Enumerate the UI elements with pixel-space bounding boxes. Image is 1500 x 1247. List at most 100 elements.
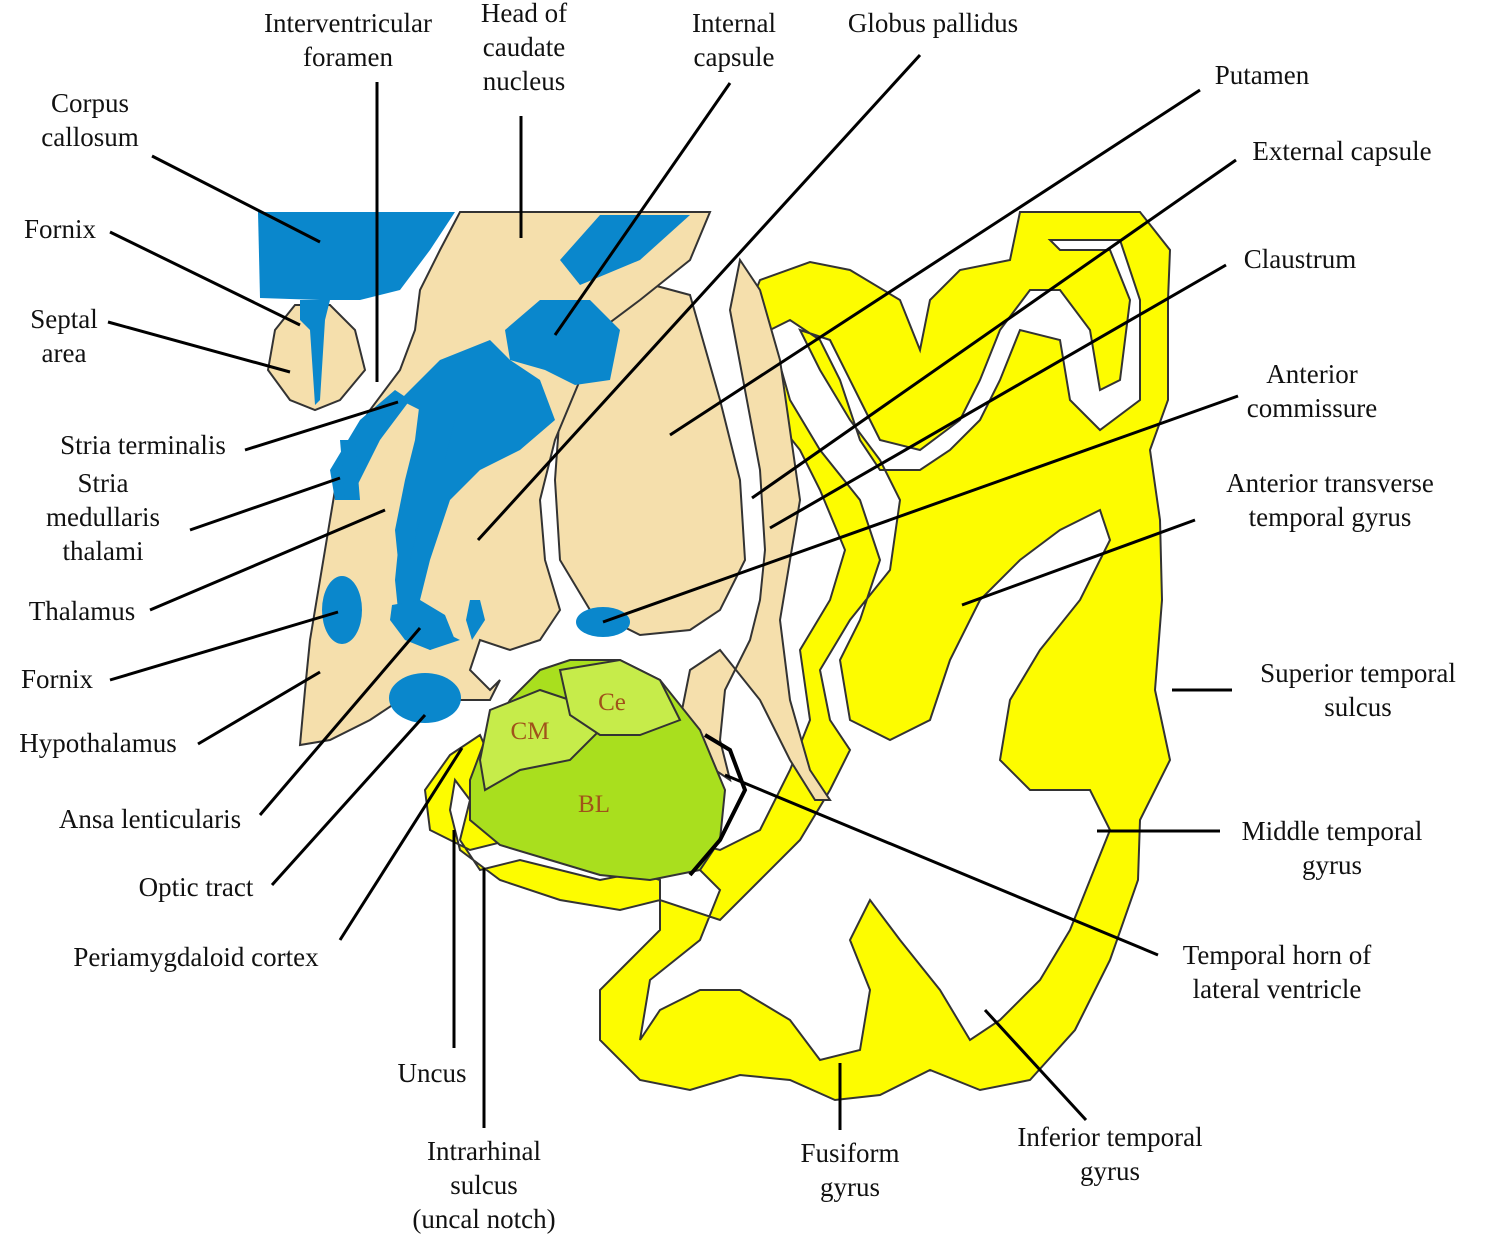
label-uncus: Uncus: [398, 1058, 467, 1088]
label-line: Claustrum: [1244, 244, 1357, 274]
stria-medullaris-band: [340, 440, 360, 500]
label-line: Ansa lenticularis: [59, 804, 241, 834]
label-line: gyrus: [1080, 1156, 1140, 1186]
label-line: caudate: [483, 32, 565, 62]
leader-fornix-top: [109, 230, 301, 327]
label-line: thalami: [63, 536, 144, 566]
leader-optic-tract: [270, 713, 427, 887]
fornix-lower-shape: [322, 576, 362, 644]
amygdala-nuclei-labels: Ce CM BL: [511, 689, 626, 818]
optic-tract-shape: [389, 673, 461, 723]
leader-temporal-horn: [724, 773, 1159, 957]
label-line: nucleus: [483, 66, 565, 96]
nucleus-bl-label: BL: [578, 791, 610, 818]
label-interventricular-foramen: Interventricular foramen: [264, 8, 432, 72]
temporal-horn-outline: [688, 733, 748, 877]
leader-thalamus: [149, 508, 386, 612]
label-anterior-transverse: Anterior transverse temporal gyrus: [1226, 468, 1434, 532]
label-optic-tract: Optic tract: [139, 872, 254, 902]
label-stria-medullaris: Stria medullaris thalami: [46, 468, 160, 566]
label-line: Optic tract: [139, 872, 254, 902]
label-line: Fusiform: [800, 1138, 899, 1168]
label-line: Middle temporal: [1242, 816, 1423, 846]
label-line: Temporal horn of: [1183, 940, 1372, 970]
internal-capsule-shape: [560, 215, 690, 285]
anatomy: [258, 211, 1172, 1102]
claustrum-shape: [678, 257, 832, 801]
leader-lines: [107, 53, 1239, 1130]
label-line: Corpus: [51, 88, 129, 118]
label-line: foramen: [303, 42, 393, 72]
label-line: capsule: [694, 42, 775, 72]
label-line: Superior temporal: [1260, 658, 1456, 688]
label-line: Intrarhinal: [427, 1136, 541, 1166]
label-line: Hypothalamus: [19, 728, 176, 758]
label-thalamus: Thalamus: [29, 596, 135, 626]
label-line: callosum: [41, 122, 138, 152]
caudate-blue-band: [505, 300, 620, 385]
label-fornix-top: Fornix: [24, 214, 97, 244]
label-inferior-temporal-gyrus: Inferior temporal gyrus: [1017, 1122, 1202, 1186]
label-line: commissure: [1247, 393, 1377, 423]
label-line: External capsule: [1252, 136, 1431, 166]
label-middle-temporal-gyrus: Middle temporal gyrus: [1242, 816, 1423, 880]
label-line: (uncal notch): [412, 1204, 555, 1234]
leader-ansa-lenticularis: [258, 627, 422, 816]
fornix-top-shape: [300, 300, 330, 405]
label-line: sulcus: [1324, 692, 1392, 722]
label-head-caudate: Head of caudate nucleus: [481, 0, 567, 96]
leader-external-capsule: [751, 158, 1237, 500]
label-hypothalamus: Hypothalamus: [19, 728, 176, 758]
leader-stria-medullaris: [189, 476, 341, 532]
label-claustrum: Claustrum: [1244, 244, 1357, 274]
label-line: temporal gyrus: [1249, 502, 1412, 532]
amygdala-ce-region: [558, 658, 682, 736]
ansa-small-band: [466, 600, 485, 640]
leader-putamen: [669, 88, 1201, 437]
label-line: Putamen: [1215, 60, 1310, 90]
label-line: gyrus: [1302, 850, 1362, 880]
label-septal-area: Septal area: [30, 304, 98, 368]
leader-globus-pallidus: [476, 53, 922, 542]
label-line: Interventricular: [264, 8, 432, 38]
leader-anterior-commissure: [602, 394, 1239, 624]
label-fusiform-gyrus: Fusiform gyrus: [800, 1138, 899, 1202]
label-line: Uncus: [398, 1058, 467, 1088]
label-line: gyrus: [820, 1172, 880, 1202]
leader-periamygdaloid-cortex: [338, 747, 464, 941]
leader-corpus-callosum: [151, 154, 321, 244]
label-line: Thalamus: [29, 596, 135, 626]
label-periamygdaloid-cortex: Periamygdaloid cortex: [73, 942, 319, 972]
leader-claustrum: [769, 263, 1227, 530]
label-line: Stria: [78, 468, 129, 498]
label-line: Anterior: [1266, 359, 1357, 389]
label-line: medullaris: [46, 502, 160, 532]
label-stria-terminalis: Stria terminalis: [60, 430, 226, 460]
nucleus-ce-label: Ce: [598, 689, 626, 716]
label-line: Anterior transverse: [1226, 468, 1434, 498]
leader-anterior-transverse: [961, 518, 1196, 607]
label-line: Septal: [30, 304, 98, 334]
label-line: area: [42, 338, 87, 368]
label-globus-pallidus: Globus pallidus: [848, 8, 1018, 38]
label-anterior-commissure: Anterior commissure: [1247, 359, 1377, 423]
nucleus-cm-label: CM: [511, 718, 550, 745]
leader-hypothalamus: [197, 670, 321, 746]
leader-fornix-lower: [109, 610, 339, 682]
label-line: Inferior temporal: [1017, 1122, 1202, 1152]
label-ansa-lenticularis: Ansa lenticularis: [59, 804, 241, 834]
label-line: Stria terminalis: [60, 430, 226, 460]
thalamus-blue-band: [395, 390, 455, 580]
leader-internal-capsule: [553, 82, 732, 336]
label-putamen: Putamen: [1215, 60, 1310, 90]
leader-inferior-temporal-gyrus: [983, 1008, 1088, 1122]
leader-stria-terminalis: [244, 400, 399, 452]
ansa-lenticularis-band: [390, 600, 455, 650]
label-line: Head of: [481, 0, 567, 28]
label-line: Periamygdaloid cortex: [73, 942, 319, 972]
label-line: lateral ventricle: [1193, 974, 1362, 1004]
label-line: Fornix: [24, 214, 97, 244]
